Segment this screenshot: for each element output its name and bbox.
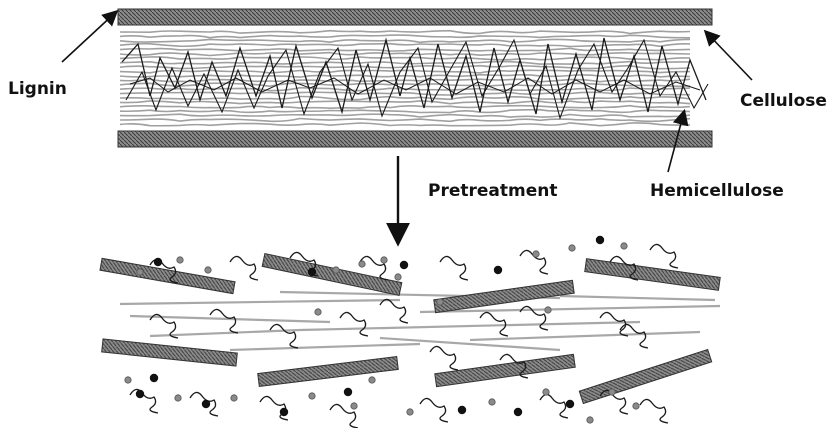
dark-particle (514, 408, 522, 416)
light-particle (177, 257, 183, 263)
light-particle (137, 269, 143, 275)
dark-particle (596, 236, 604, 244)
cellulose-fiber (120, 31, 690, 34)
light-particle (309, 393, 315, 399)
cellulose-fiber (120, 300, 400, 304)
light-particle (125, 377, 131, 383)
light-particle (489, 399, 495, 405)
light-particle (175, 395, 181, 401)
hemicellulose-fragment (640, 399, 668, 423)
hemicellulose-fragment (650, 244, 678, 268)
cellulose-pointer (706, 32, 752, 80)
light-particle (633, 403, 639, 409)
light-particle (231, 395, 237, 401)
cellulose-fiber (120, 44, 690, 47)
hemicellulose-fragment (600, 312, 628, 336)
dark-particle (458, 406, 466, 414)
light-particle (369, 377, 375, 383)
lignin-fragment (434, 280, 574, 312)
light-particle (205, 267, 211, 273)
light-particle (533, 251, 539, 257)
cellulose-fiber (120, 110, 690, 113)
light-particle (569, 245, 575, 251)
lignin-fragment (579, 349, 711, 403)
lignin-fragments (100, 254, 720, 404)
hemicellulose-fragment (430, 346, 458, 370)
hemicellulose-fragment (270, 324, 298, 348)
lignin-fragment (585, 259, 720, 291)
label-lignin: Lignin (8, 79, 67, 99)
dark-particle (494, 266, 502, 274)
dark-particle (150, 374, 158, 382)
dark-particle (308, 268, 316, 276)
hemicellulose-fragment (420, 398, 448, 422)
light-particle (587, 417, 593, 423)
light-particle (333, 267, 339, 273)
hemicellulose-fragment (380, 299, 408, 323)
dark-particle (344, 388, 352, 396)
lignin-pointer (62, 12, 116, 62)
cellulose-fiber (120, 53, 690, 56)
cellulose-fiber (120, 123, 690, 126)
hemicellulose-fragment (230, 256, 258, 280)
pretreated-structure (100, 236, 720, 428)
lignin-fragment (258, 357, 399, 387)
cellulose-fiber (120, 48, 690, 51)
hemicellulose-fragment (340, 312, 368, 336)
cellulose-fiber (470, 332, 700, 340)
loose-cellulose-fibers (120, 292, 720, 350)
light-particle (437, 299, 443, 305)
label-cellulose: Cellulose (740, 91, 827, 111)
lignin-fragment (102, 339, 238, 366)
dark-particle (400, 261, 408, 269)
cellulose-fiber (120, 96, 690, 99)
intact-structure (118, 9, 712, 147)
light-particle (407, 409, 413, 415)
dark-particle (136, 390, 144, 398)
lignin-band-top (118, 9, 712, 25)
light-particle (351, 403, 357, 409)
lignin-fragment (100, 258, 235, 293)
light-particle (545, 307, 551, 313)
dark-particle (154, 258, 162, 266)
hemicellulose-fragment (540, 394, 568, 418)
cellulose-fiber (120, 35, 690, 38)
cellulose-fiber (120, 62, 690, 65)
label-hemicellulose: Hemicellulose (650, 181, 784, 201)
light-particle (621, 243, 627, 249)
cellulose-fiber (560, 296, 715, 300)
label-pretreatment: Pretreatment (428, 181, 557, 201)
cellulose-fiber (120, 106, 690, 109)
light-particle (315, 309, 321, 315)
cellulose-fiber (230, 344, 420, 350)
light-particle (359, 261, 365, 267)
cellulose-fiber (120, 92, 690, 95)
light-particle (395, 274, 401, 280)
light-particle (609, 389, 615, 395)
light-particle (543, 389, 549, 395)
cellulose-fiber (120, 57, 690, 60)
dark-particle (566, 400, 574, 408)
hemicellulose-fragment (440, 256, 468, 280)
lignin-band-bottom (118, 131, 712, 147)
hemicellulose-fragment (210, 309, 238, 333)
dark-particle (202, 400, 210, 408)
dark-particle (280, 408, 288, 416)
cellulose-fiber (120, 114, 690, 117)
light-particle (381, 257, 387, 263)
cellulose-fiber (120, 101, 690, 104)
cellulose-fiber (300, 322, 640, 330)
cellulose-fiber (120, 119, 690, 122)
